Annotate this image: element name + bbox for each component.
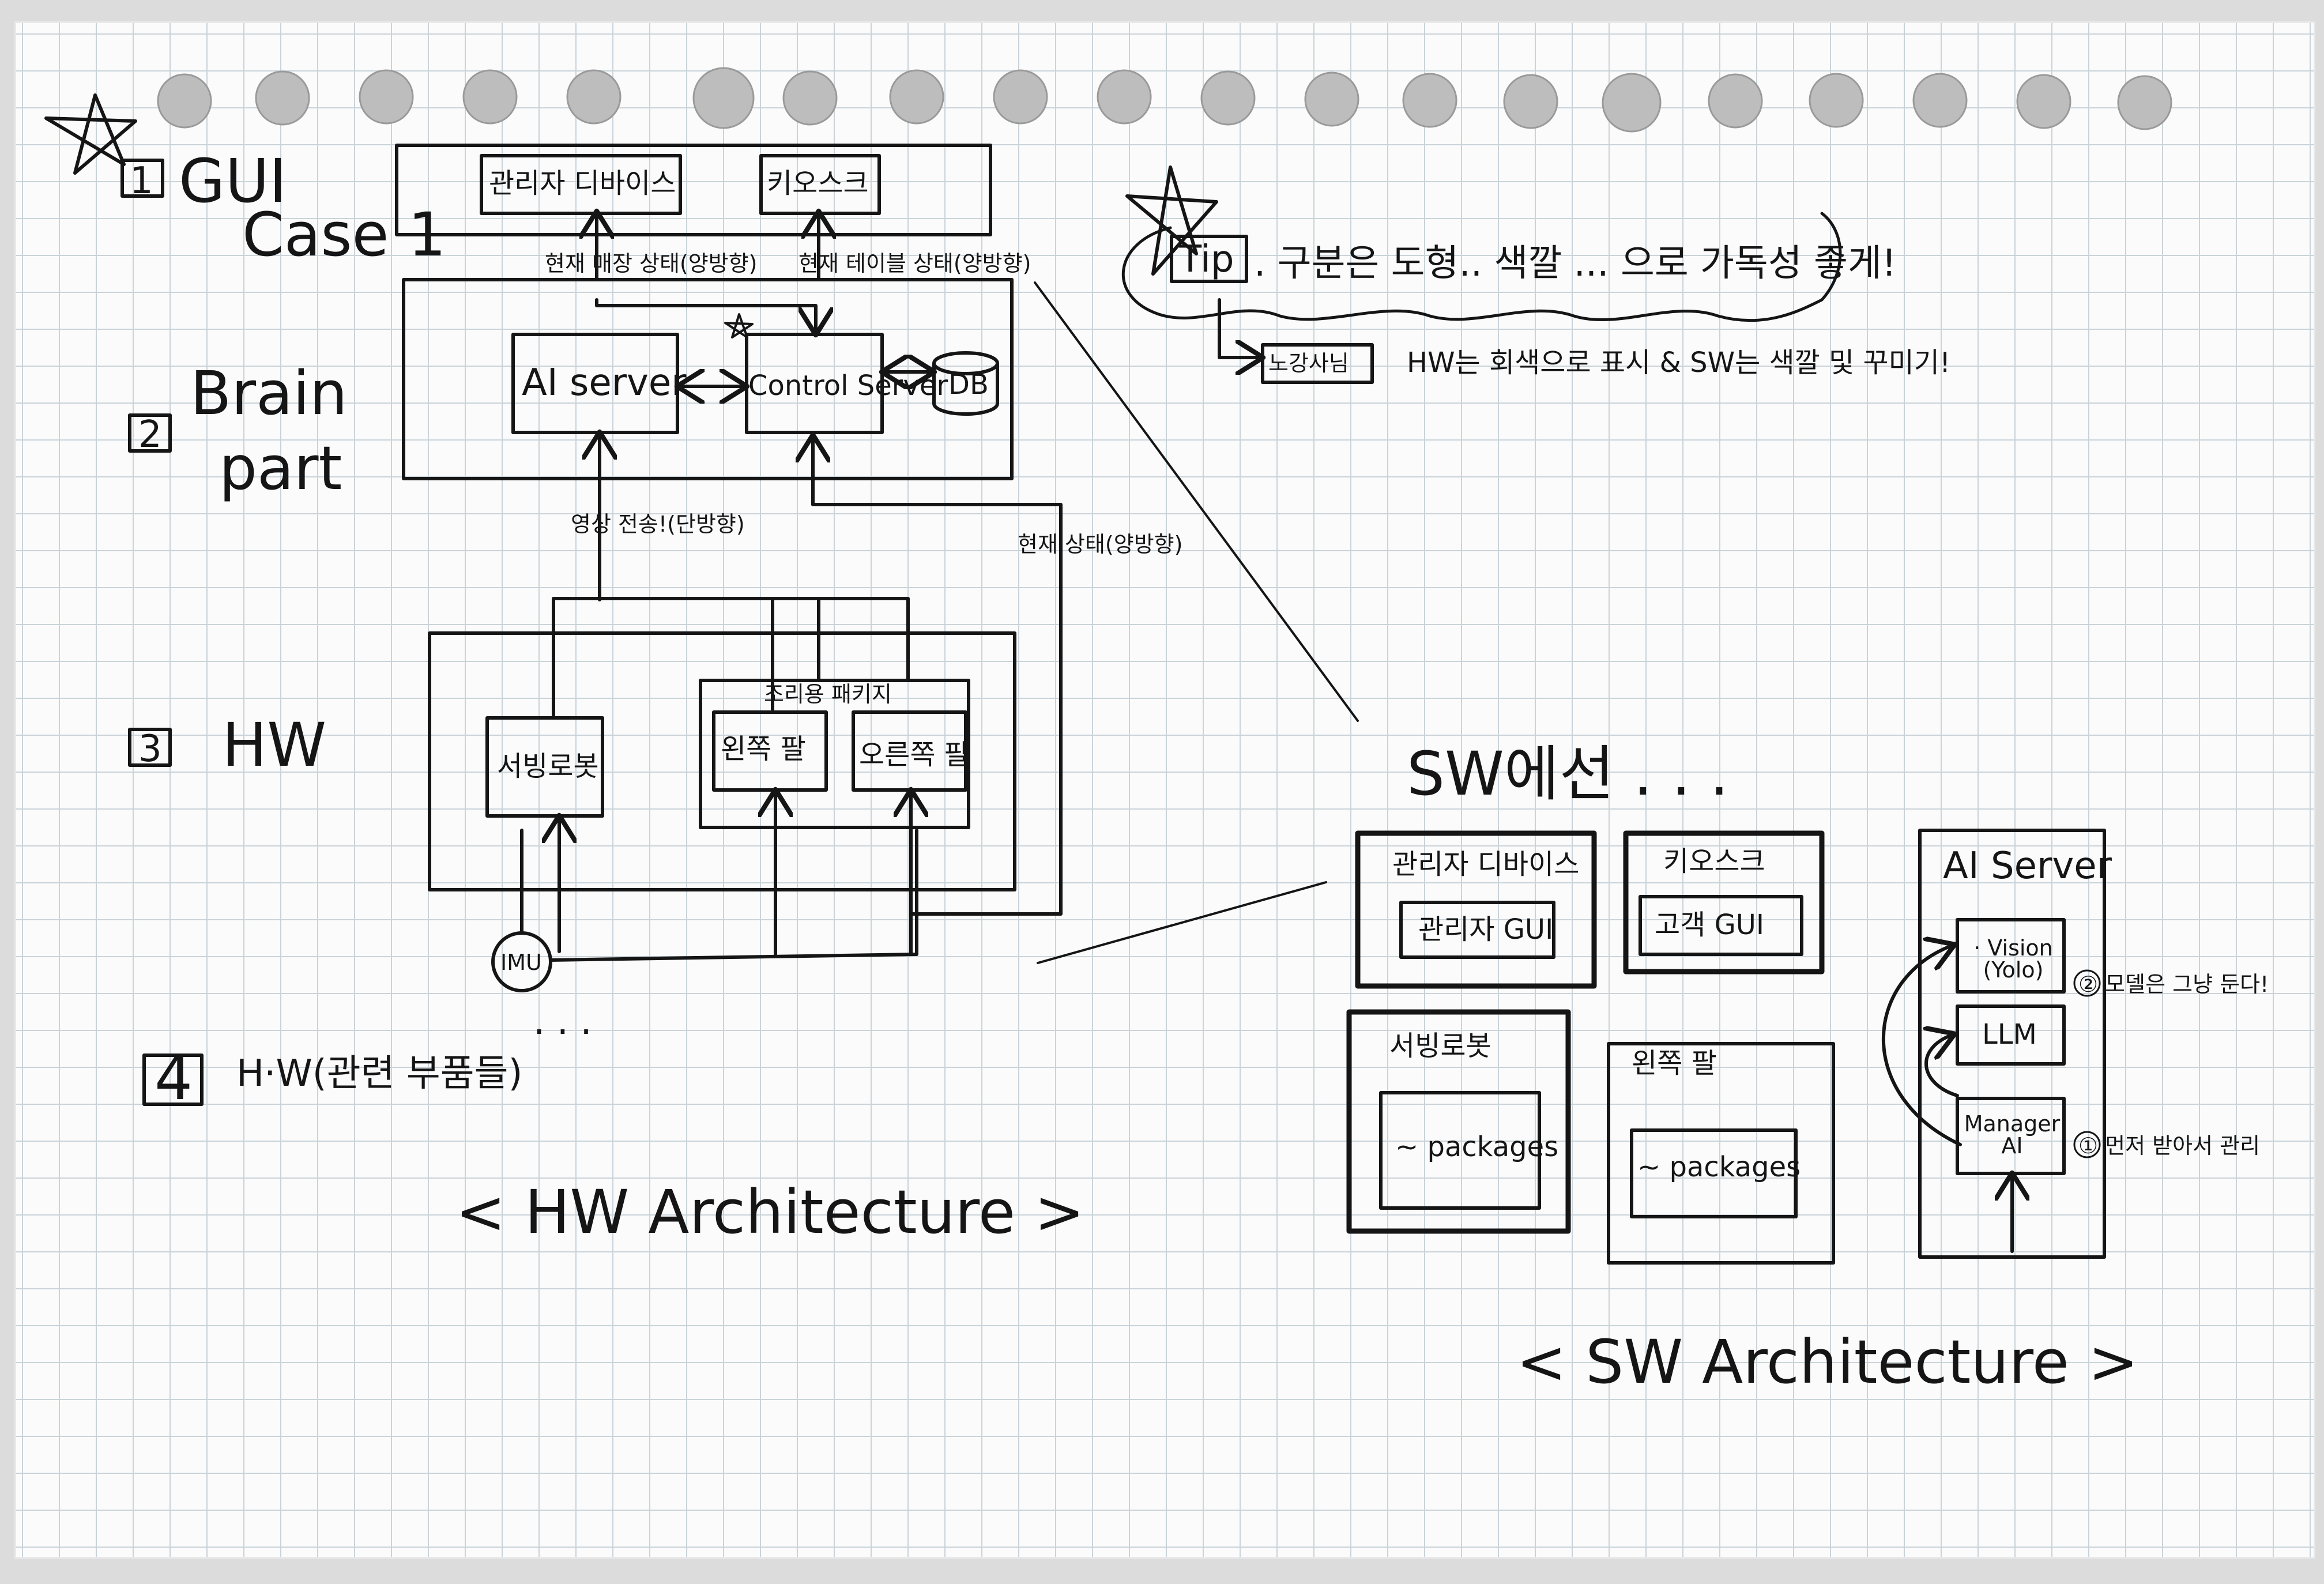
tip-idea-tag: 노강사님 bbox=[1268, 351, 1349, 376]
section-subtitle-part: part bbox=[219, 433, 342, 503]
sw-ai-server-title: AI Server bbox=[1943, 845, 2112, 887]
edge-label-store-status: 현재 매장 상태(양방향) bbox=[545, 251, 758, 276]
sw-note-manage-first: ① 먼저 받아서 관리 bbox=[2078, 1133, 2261, 1158]
sw-architecture-caption: < SW Architecture > bbox=[1516, 1327, 2138, 1397]
db-cylinder bbox=[932, 351, 999, 416]
tip-label: Tip bbox=[1179, 238, 1234, 281]
section-number: 2 bbox=[138, 413, 162, 456]
sw-intro: SW에선 . . . bbox=[1407, 739, 1729, 809]
edge-label-video-stream: 영상 전송!(단방향) bbox=[571, 511, 745, 537]
sw-module-vision: · Vision (Yolo) bbox=[1973, 935, 2053, 983]
sw-box-title: 왼쪽 팔 bbox=[1632, 1047, 1717, 1079]
section-number: 4 bbox=[155, 1043, 193, 1113]
star-icon bbox=[724, 313, 754, 338]
ellipsis: . . . bbox=[533, 1000, 592, 1043]
star-icon bbox=[44, 93, 137, 175]
section-title-hw-parts: H·W(관련 부품들) bbox=[236, 1052, 523, 1095]
section-number: 1 bbox=[130, 160, 153, 202]
section-number: 3 bbox=[138, 728, 162, 770]
section-title-gui: GUI bbox=[179, 146, 287, 216]
sw-note-keep-model: ② 모델은 그냥 둔다! bbox=[2078, 972, 2269, 997]
sw-box-title: 키오스크 bbox=[1663, 845, 1765, 878]
tip-idea-text: HW는 회색으로 표시 & SW는 색깔 및 꾸미기! bbox=[1407, 347, 1951, 379]
edge-label-table-status: 현재 테이블 상태(양방향) bbox=[798, 251, 1031, 276]
gui-box-kiosk: 키오스크 bbox=[767, 167, 869, 200]
sw-module-manager-ai: Manager AI bbox=[1964, 1111, 2061, 1158]
hw-left-arm: 왼쪽 팔 bbox=[721, 733, 806, 765]
brain-db: DB bbox=[948, 368, 989, 401]
hw-right-arm: 오른쪽 팔 bbox=[859, 739, 970, 771]
gui-box-admin-device: 관리자 디바이스 bbox=[489, 167, 676, 200]
notebook-paper bbox=[16, 23, 2314, 1557]
hw-architecture-caption: < HW Architecture > bbox=[455, 1177, 1085, 1247]
section-title-brain: Brain bbox=[190, 358, 348, 428]
binder-holes bbox=[157, 67, 2172, 133]
sw-box-inner: ~ packages bbox=[1395, 1131, 1559, 1163]
section-subtitle-case: Case 1 bbox=[242, 200, 446, 270]
hw-serving-robot: 서빙로봇 bbox=[497, 750, 599, 782]
sw-box-inner: 관리자 GUI bbox=[1418, 913, 1554, 946]
sw-box-title: 관리자 디바이스 bbox=[1392, 848, 1580, 881]
sw-module-llm: LLM bbox=[1982, 1018, 2037, 1051]
star-icon bbox=[1125, 165, 1218, 276]
sw-box-title: 서빙로봇 bbox=[1389, 1030, 1491, 1062]
hw-cook-package: 조리용 패키지 bbox=[764, 682, 892, 707]
sw-box-inner: ~ packages bbox=[1637, 1151, 1801, 1183]
brain-ai-server: AI server bbox=[522, 362, 687, 404]
hw-imu: IMU bbox=[500, 950, 542, 975]
brain-control-server: Control Server bbox=[748, 370, 948, 402]
edge-label-hw-status: 현재 상태(양방향) bbox=[1018, 532, 1183, 557]
sw-box-inner: 고객 GUI bbox=[1655, 909, 1765, 941]
tip-text: . 구분은 도형.. 색깔 ... 으로 가독성 좋게! bbox=[1254, 242, 1897, 285]
section-title-hw: HW bbox=[222, 710, 327, 780]
